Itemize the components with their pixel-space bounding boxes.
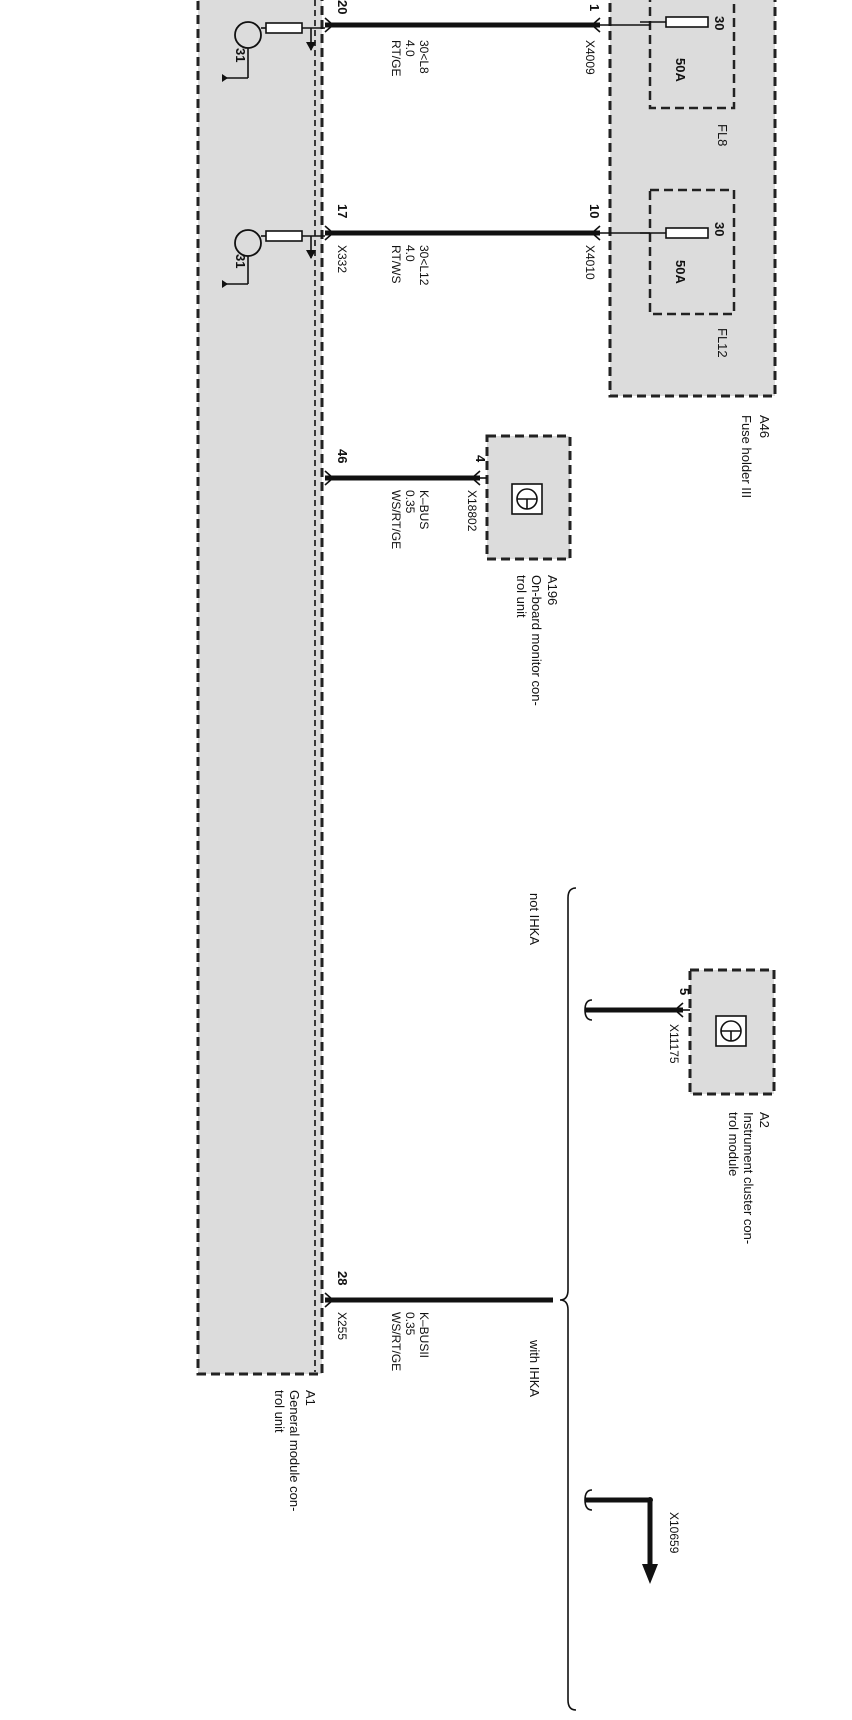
- a46-id: A46: [757, 415, 772, 438]
- wire-30-l8-far-pin: 1: [587, 4, 602, 11]
- fuse-fl8-box: [648, 0, 736, 110]
- a2-name-line2: trol module: [726, 1112, 741, 1176]
- wire-k-bus-signal: K–BUS: [417, 490, 431, 529]
- wire-k-bus-a1-pin: 46: [335, 449, 350, 463]
- wire-k-bus-gauge: 0.35: [403, 490, 417, 514]
- wire-30-l12-far-pin: 10: [587, 204, 602, 218]
- continuation-label: X10659: [667, 1512, 681, 1554]
- wire-30-l8-connector: X4009: [583, 40, 597, 75]
- wire-k-bus-far-terminal: [470, 470, 481, 486]
- a2-name-line1: Instrument cluster con-: [741, 1112, 756, 1244]
- a46-name: Fuse holder III: [739, 415, 754, 498]
- arrow-down-icon: [642, 1564, 658, 1584]
- fuse-fl8-pin: 30: [712, 16, 727, 30]
- fuse-fl12-box: [648, 188, 736, 316]
- ground-2-arrow: [222, 280, 228, 288]
- fuse-fl12-element: [665, 227, 709, 239]
- continuation-x10659: X10659: [584, 1489, 681, 1584]
- wire-k-bus-far-pin: 4: [473, 455, 488, 463]
- wire-k-busii-a1-terminal: [324, 1292, 335, 1308]
- a196-bus-icon: [511, 483, 543, 515]
- wire-k-bus-color: WS/RT/GE: [389, 490, 403, 549]
- wire-30-l12-a1-pin: 17: [335, 204, 350, 218]
- a196-name-line1: On-board monitor con-: [529, 575, 544, 706]
- a1-output-stage-2: 31: [222, 229, 325, 288]
- a1-id: A1: [303, 1390, 318, 1406]
- fuse-fl12-label: FL12: [715, 328, 730, 358]
- a2-bus-icon: [715, 1015, 747, 1047]
- wire-30-l12-signal: 30<L12: [417, 245, 431, 286]
- wire-k-bus: 46 4 X18802 K–BUS 0.35 WS/RT/GE: [324, 449, 488, 549]
- wire-30-l12-connector: X4010: [583, 245, 597, 280]
- continuation-bracket-end: [584, 1489, 593, 1511]
- wire-k-busii-a1-pin: 28: [335, 1271, 350, 1285]
- wire-a2-branch-bracket-end: [584, 999, 593, 1021]
- wire-30-l12: 17 X332 10 X4010 30<L12 4.0 RT/WS: [324, 204, 650, 286]
- wire-a2-terminal: [673, 1002, 684, 1018]
- fuse-fl12: 30 50A FL12: [640, 188, 736, 358]
- a196-name-line2: trol unit: [514, 575, 529, 618]
- fuse-fl8-rating: 50A: [673, 58, 688, 82]
- option-bracket: [559, 887, 577, 1711]
- wire-k-bus-connector: X18802: [465, 490, 479, 532]
- wire-k-busii-gauge: 0.35: [403, 1312, 417, 1336]
- ground-1-arrow: [222, 74, 228, 82]
- wire-k-busii: 28 X255 K–BUSII 0.35 WS/RT/GE: [324, 1271, 553, 1371]
- wire-30-l8-a1-pin: 20: [335, 0, 350, 14]
- wire-a2-branch: 5 X11175: [584, 988, 692, 1064]
- a2-pin: 5: [677, 988, 692, 995]
- fuse-fl8: 30 50A FL8: [640, 0, 736, 146]
- a2-connector: X11175: [667, 1024, 681, 1064]
- a1-name-line1: General module con-: [287, 1390, 302, 1511]
- wire-30-l8: 20 1 X4009 30<L8 4.0 RT/GE: [324, 0, 650, 76]
- condition-not-ihka: not IHKA: [527, 893, 542, 945]
- condition-with-ihka: with IHKA: [527, 1339, 542, 1397]
- wire-30-l12-x4010-terminal: [590, 225, 601, 241]
- resistor-1-icon: [265, 22, 303, 34]
- wire-k-busii-signal: K–BUSII: [417, 1312, 431, 1358]
- fuse-fl12-rating: 50A: [673, 260, 688, 284]
- diode-2-arrow: [306, 250, 316, 259]
- a46-fuse-holder-box: [608, 0, 777, 398]
- wire-30-l12-a1-terminal: [324, 225, 335, 241]
- ground-2-label: 31: [233, 254, 248, 268]
- wire-30-l12-gauge: 4.0: [403, 245, 417, 262]
- wire-30-l12-a1-connector: X332: [335, 245, 349, 273]
- fuse-fl12-pin: 30: [712, 222, 727, 236]
- a2-id: A2: [757, 1112, 772, 1128]
- resistor-2-icon: [265, 230, 303, 242]
- a1-output-stage-1: 31: [222, 21, 325, 82]
- wire-30-l8-signal: 30<L8: [417, 40, 431, 74]
- a1-module-box: [196, 0, 324, 1376]
- wire-30-l8-x4009-terminal: [590, 17, 601, 33]
- fuse-fl8-element: [665, 16, 709, 28]
- fuse-fl8-label: FL8: [715, 124, 730, 146]
- wire-30-l8-color: RT/GE: [389, 40, 403, 76]
- diode-1-arrow: [306, 42, 316, 51]
- wire-30-l8-a1-terminal: [324, 17, 335, 33]
- ground-1-label: 31: [233, 48, 248, 62]
- wire-k-bus-a1-terminal: [324, 470, 335, 486]
- wire-k-busii-a1-connector: X255: [335, 1312, 349, 1340]
- wire-k-busii-color: WS/RT/GE: [389, 1312, 403, 1371]
- a1-name-line2: trol unit: [272, 1390, 287, 1433]
- wire-30-l8-gauge: 4.0: [403, 40, 417, 57]
- a196-id: A196: [545, 575, 560, 605]
- wire-30-l12-color: RT/WS: [389, 245, 403, 283]
